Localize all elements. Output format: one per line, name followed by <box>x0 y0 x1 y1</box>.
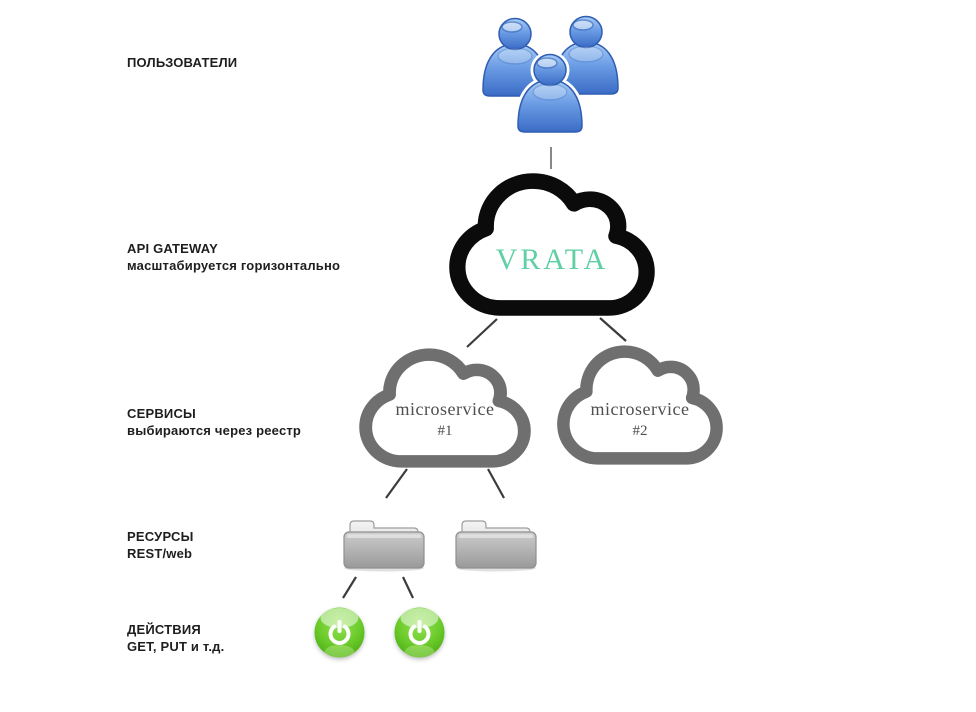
connector-gateway-ms1 <box>466 318 498 348</box>
label-services-line2: выбираются через реестр <box>127 423 302 438</box>
microservice-2-cloud <box>557 345 723 465</box>
folder-icon <box>455 520 537 572</box>
users-group-icon <box>482 15 619 144</box>
label-resources: РЕСУРСЫ REST/web <box>127 528 194 562</box>
microservice-1-cloud <box>359 348 531 468</box>
folder-highlight <box>459 534 533 538</box>
microservice-2-cloud-outline <box>557 345 723 465</box>
label-users: ПОЛЬЗОВАТЕЛИ <box>127 54 237 71</box>
label-users-text: ПОЛЬЗОВАТЕЛИ <box>127 55 238 70</box>
microservice-2-name: microservice <box>590 399 690 419</box>
connector-ms1-folder1 <box>385 468 408 499</box>
folder-icon <box>343 520 425 572</box>
power-button-icon <box>394 607 445 658</box>
microservice-2-number: #2 <box>632 423 648 439</box>
microservice-2-label: microservice #2 <box>555 399 725 441</box>
api-gateway-cloud-outline <box>449 173 655 316</box>
label-api-gateway: API GATEWAY масштабируется горизонтально <box>127 240 340 274</box>
folder-highlight <box>347 534 421 538</box>
power-button-gloss <box>400 608 439 628</box>
label-actions-line2: GET, PUT и т.д. <box>127 639 225 654</box>
connector-folder1-power2 <box>402 576 414 599</box>
api-gateway-cloud-label: VRATA <box>495 243 609 276</box>
label-api-gateway-line1: API GATEWAY <box>127 241 219 256</box>
connector-ms1-folder2 <box>487 468 505 499</box>
label-resources-line2: REST/web <box>127 546 193 561</box>
power-symbol <box>408 620 431 645</box>
label-resources-line1: РЕСУРСЫ <box>127 529 194 544</box>
label-services-line1: СЕРВИСЫ <box>127 406 196 421</box>
microservice-1-number: #1 <box>437 423 453 439</box>
power-button-icon <box>314 607 365 658</box>
microservice-1-name: microservice <box>395 399 495 419</box>
label-api-gateway-line2: масштабируется горизонтально <box>127 258 341 273</box>
label-services: СЕРВИСЫ выбираются через реестр <box>127 405 301 439</box>
api-gateway-cloud <box>449 173 655 316</box>
microservice-1-label: microservice #1 <box>357 399 533 441</box>
power-button-bottom-glow <box>324 645 355 658</box>
label-actions-line1: ДЕЙСТВИЯ <box>127 622 201 637</box>
power-button-bottom-glow <box>404 645 435 658</box>
folder-front-panel <box>455 531 537 569</box>
microservice-1-cloud-outline <box>359 348 531 468</box>
connector-gateway-ms2 <box>599 317 627 342</box>
power-symbol <box>328 620 351 645</box>
folder-front-panel <box>343 531 425 569</box>
label-actions: ДЕЙСТВИЯ GET, PUT и т.д. <box>127 621 224 655</box>
power-button-gloss <box>320 608 359 628</box>
connector-folder1-power1 <box>342 576 357 599</box>
